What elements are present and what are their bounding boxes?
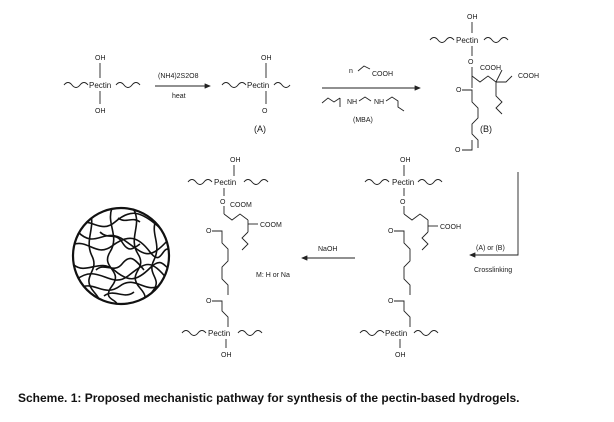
reaction-scheme: Pectin OH OH (NH4)2S2O8 heat Pectin OH O… bbox=[63, 14, 539, 359]
svg-text:O: O bbox=[455, 147, 461, 154]
svg-text:Pectin: Pectin bbox=[208, 329, 230, 338]
oh-top: OH bbox=[95, 55, 106, 62]
svg-text:Pectin: Pectin bbox=[214, 178, 236, 187]
figure-caption: Scheme. 1: Proposed mechanistic pathway … bbox=[18, 391, 520, 405]
arrow-neutralization: NaOH bbox=[301, 246, 355, 261]
naoh-label: NaOH bbox=[318, 246, 337, 253]
pectin-starting-material: Pectin OH OH bbox=[63, 55, 141, 115]
svg-text:Pectin: Pectin bbox=[247, 81, 269, 90]
svg-text:O: O bbox=[468, 59, 474, 66]
svg-text:O: O bbox=[206, 228, 212, 235]
arrow-oxidation: (NH4)2S2O8 heat bbox=[155, 73, 211, 100]
svg-text:O: O bbox=[262, 108, 268, 115]
svg-text:Pectin: Pectin bbox=[392, 178, 414, 187]
crosslinked-network: OH Pectin O COOH O O Pectin OH bbox=[359, 157, 461, 359]
reagent-oxidant: (NH4)2S2O8 bbox=[158, 73, 199, 80]
svg-text:Pectin: Pectin bbox=[456, 36, 478, 45]
svg-text:OH: OH bbox=[395, 352, 406, 359]
oh-bottom: OH bbox=[95, 108, 106, 115]
svg-text:COOM: COOM bbox=[260, 222, 282, 229]
svg-text:O: O bbox=[456, 87, 462, 94]
svg-text:OH: OH bbox=[400, 157, 411, 164]
m-note: M: H or Na bbox=[256, 272, 290, 279]
svg-text:COOH: COOH bbox=[480, 65, 501, 72]
grafted-pectin-b: Pectin OH O COOH COOH O O (B) bbox=[429, 14, 539, 154]
svg-text:NH: NH bbox=[347, 99, 357, 106]
n-label: n bbox=[349, 68, 353, 75]
arrow-crosslinking: (A) or (B) Crosslinking bbox=[469, 172, 519, 274]
svg-text:Pectin: Pectin bbox=[385, 329, 407, 338]
label-a: (A) bbox=[254, 124, 266, 134]
svg-text:OH: OH bbox=[467, 14, 478, 21]
svg-text:COOH: COOH bbox=[518, 73, 539, 80]
neutralized-network: OH Pectin O COOM COOM O M: H or Na O Pec… bbox=[181, 157, 290, 359]
svg-text:O: O bbox=[206, 298, 212, 305]
svg-text:O: O bbox=[388, 228, 394, 235]
crosslinking-label: Crosslinking bbox=[474, 267, 512, 274]
pectin-radical-a: Pectin OH O (A) bbox=[221, 55, 291, 134]
svg-text:OH: OH bbox=[261, 55, 272, 62]
arrow-grafting: n COOH NH NH (MBA) bbox=[321, 65, 421, 124]
a-or-b-label: (A) or (B) bbox=[476, 245, 505, 252]
pectin-label: Pectin bbox=[89, 81, 111, 90]
label-b: (B) bbox=[480, 124, 492, 134]
mba-label: (MBA) bbox=[353, 117, 373, 124]
svg-text:O: O bbox=[220, 199, 226, 206]
reagent-heat: heat bbox=[172, 93, 186, 100]
svg-text:COOH: COOH bbox=[440, 224, 461, 231]
svg-text:COOM: COOM bbox=[230, 202, 252, 209]
svg-text:NH: NH bbox=[374, 99, 384, 106]
svg-text:O: O bbox=[388, 298, 394, 305]
svg-text:O: O bbox=[400, 199, 406, 206]
svg-text:OH: OH bbox=[221, 352, 232, 359]
hydrogel-network-sphere bbox=[71, 206, 171, 306]
monomer-cooh: COOH bbox=[372, 71, 393, 78]
svg-text:OH: OH bbox=[230, 157, 241, 164]
